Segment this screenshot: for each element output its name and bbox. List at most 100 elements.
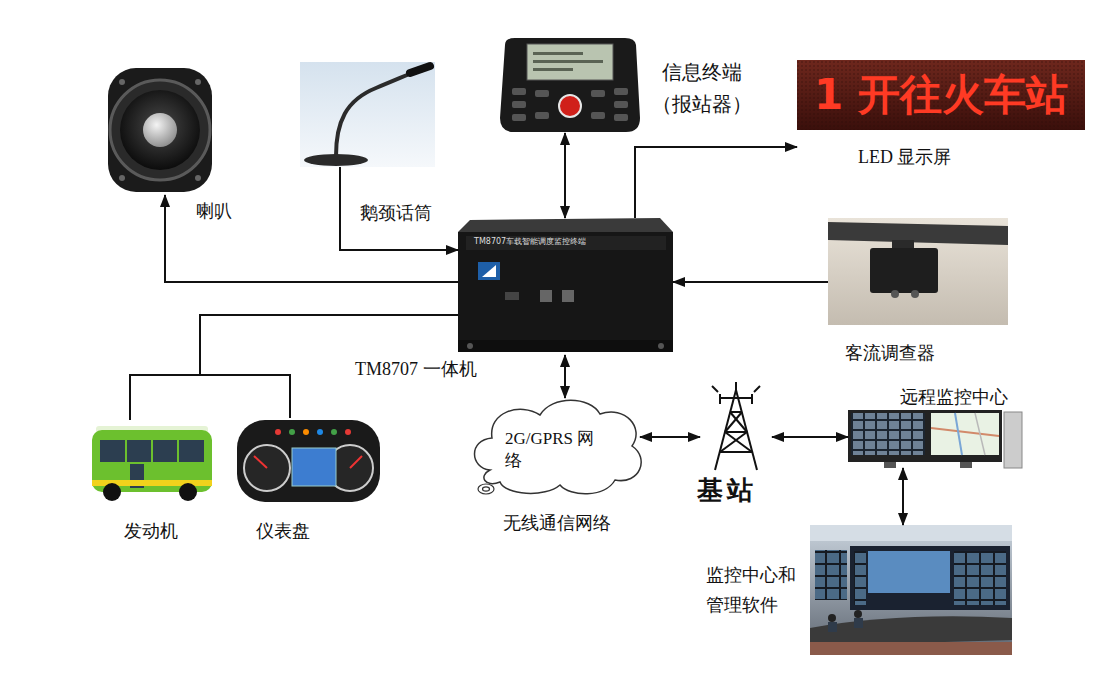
monitors-picture-part	[960, 462, 972, 468]
cloud-outline-part	[475, 400, 642, 494]
terminal-picture-part	[614, 101, 628, 108]
control-room-picture-part	[850, 546, 1010, 610]
speaker-picture-part	[195, 79, 201, 85]
device-picture-part	[505, 292, 519, 300]
tower-picture-part	[719, 394, 721, 404]
bus-picture-part	[177, 440, 179, 462]
passenger-counter-label: 客流调查器	[845, 342, 935, 364]
network-cloud-label: 无线通信网络	[503, 512, 611, 534]
connector	[564, 133, 566, 218]
terminal-picture-part	[512, 114, 526, 121]
monitors-picture-part	[975, 413, 985, 455]
control-room-picture-part	[854, 618, 863, 628]
dashboard-picture-part	[254, 456, 267, 468]
control-room-picture-part	[815, 550, 847, 600]
monitors-picture-part	[1004, 412, 1022, 468]
dashboard-node: 仪表盘	[237, 418, 380, 502]
base-station-node: 基站	[700, 380, 772, 472]
remote-center-label: 远程监控中心	[900, 386, 1008, 408]
control-room-picture-part	[828, 622, 837, 632]
bus-picture-part	[92, 430, 212, 492]
device-picture-part	[458, 340, 673, 352]
dashboard-picture-part	[350, 456, 362, 468]
monitors-picture-part	[851, 413, 925, 455]
tower-picture-part	[725, 412, 742, 432]
control-room-picture-part	[854, 610, 862, 618]
counter-picture-part	[828, 222, 1008, 245]
dashboard-picture-part	[303, 429, 309, 435]
bus-picture-part	[179, 483, 197, 501]
microphone-picture-part	[300, 62, 435, 167]
led-screen-picture-part	[797, 60, 1085, 130]
device-picture-part	[467, 343, 473, 349]
device-picture-part	[458, 232, 673, 340]
passenger-counter-node: 客流调查器	[828, 218, 1008, 325]
terminal-picture-part	[614, 114, 628, 121]
microphone-picture	[300, 62, 435, 167]
dashboard-picture-part	[237, 420, 380, 502]
monitors-picture-part	[931, 428, 999, 436]
speaker-picture-part	[120, 90, 200, 170]
monitors-picture-part	[928, 410, 1002, 462]
monitors-picture-part	[955, 413, 962, 455]
connector	[635, 147, 797, 218]
led-screen-node: 1 开往火车站LED 显示屏	[797, 60, 1085, 130]
speaker-picture-part	[143, 113, 177, 147]
terminal-picture-part	[533, 68, 573, 71]
terminal-picture-part	[591, 90, 605, 97]
connector	[165, 195, 458, 282]
terminal-picture-part	[512, 101, 526, 108]
dashboard-picture-part	[317, 429, 323, 435]
connector	[340, 167, 458, 250]
control-room-picture-part	[954, 551, 1006, 605]
bus-picture-part	[103, 483, 121, 501]
monitors-picture-part	[884, 462, 896, 468]
speaker-picture-part	[119, 79, 125, 85]
dashboard-picture-part	[345, 429, 351, 435]
led-screen-label: LED 显示屏	[858, 146, 952, 168]
speaker-picture-part	[119, 175, 125, 181]
terminal-picture	[500, 38, 640, 132]
bus-picture-part	[100, 440, 204, 462]
tower-picture-part	[754, 386, 760, 392]
device-picture-part	[466, 236, 666, 250]
control-room-picture	[810, 525, 1012, 655]
cloud-outline	[475, 400, 642, 494]
control-room-picture-part	[810, 642, 1012, 655]
speaker-picture	[108, 68, 212, 192]
speaker-picture-part	[108, 68, 212, 192]
tower-picture-part	[712, 386, 718, 392]
terminal-picture-part	[591, 112, 605, 119]
device-picture-part	[540, 290, 552, 302]
terminal-picture-part	[527, 44, 613, 80]
device-picture-part	[658, 343, 664, 349]
led-screen-picture-part	[797, 60, 1085, 130]
connector	[772, 436, 848, 438]
tower-picture-part	[725, 431, 747, 433]
control-room-picture-part	[868, 551, 950, 593]
monitors-picture-part	[931, 413, 999, 455]
terminal-picture-part	[559, 95, 581, 117]
tower-picture-part	[720, 397, 752, 399]
engine-node: 发动机	[90, 420, 215, 500]
control-room-picture-part	[810, 616, 1012, 646]
tower-picture-part	[735, 382, 737, 390]
terminal-unit-node: TM8707车载智能调度监控终端TM8707 一体机	[458, 218, 673, 355]
device-picture-part	[562, 290, 574, 302]
speaker-picture-part	[195, 175, 201, 181]
control-center-label: 监控中心和 管理软件	[706, 560, 806, 620]
tower-picture-part	[720, 432, 747, 452]
terminal-picture-part	[533, 52, 583, 55]
microphone-node: 鹅颈话筒	[300, 62, 435, 167]
connector	[673, 281, 828, 283]
dashboard-picture	[237, 420, 380, 502]
terminal-unit-label: TM8707车载智能调度监控终端	[474, 237, 586, 247]
tower-picture-part	[720, 451, 752, 453]
bus-picture	[92, 426, 212, 501]
cloud-outline-part	[478, 484, 494, 494]
dashboard-picture-part	[292, 448, 336, 486]
terminal-unit-label: TM8707 一体机	[355, 358, 477, 380]
device-picture-part	[458, 218, 673, 232]
monitors-picture	[848, 410, 1022, 468]
dashboard-picture-part	[244, 445, 290, 491]
